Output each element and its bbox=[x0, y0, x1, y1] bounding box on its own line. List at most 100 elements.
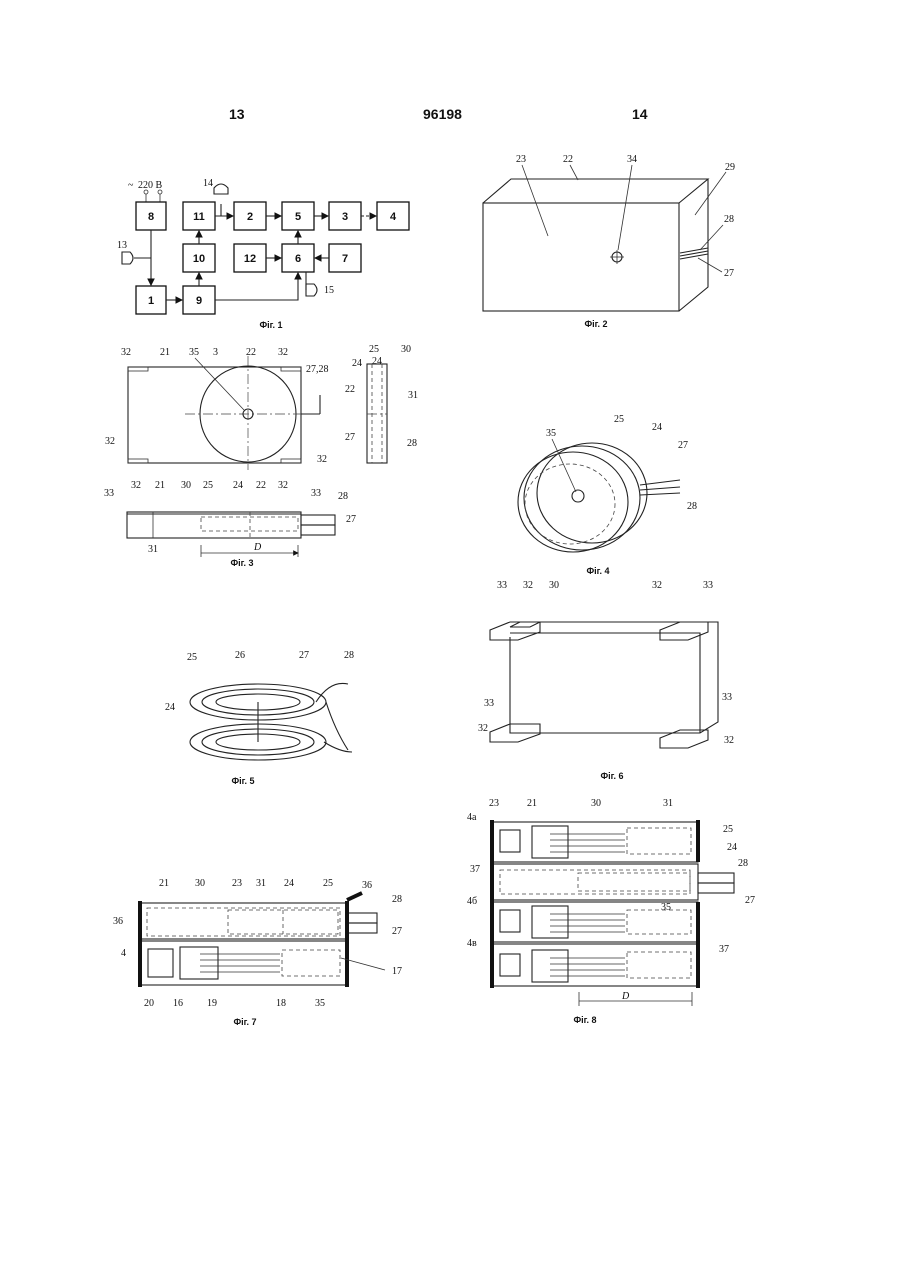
svg-text:32: 32 bbox=[478, 723, 488, 734]
svg-text:21: 21 bbox=[527, 798, 537, 809]
svg-text:33: 33 bbox=[703, 580, 713, 591]
svg-text:27: 27 bbox=[346, 514, 356, 525]
fig2-enclosure: 23 22 34 29 28 27 Фіг. 2 bbox=[483, 154, 735, 329]
svg-text:31: 31 bbox=[256, 878, 266, 889]
svg-text:24: 24 bbox=[233, 480, 243, 491]
svg-text:31: 31 bbox=[148, 544, 158, 555]
svg-text:33: 33 bbox=[497, 580, 507, 591]
svg-text:3: 3 bbox=[213, 347, 218, 358]
svg-text:33: 33 bbox=[484, 698, 494, 709]
svg-text:27: 27 bbox=[724, 268, 734, 279]
svg-text:Фіг. 3: Фіг. 3 bbox=[230, 558, 253, 568]
svg-text:25: 25 bbox=[614, 414, 624, 425]
svg-text:4: 4 bbox=[390, 211, 397, 223]
svg-text:24: 24 bbox=[652, 422, 662, 433]
svg-text:9: 9 bbox=[196, 295, 202, 307]
sensor-15-icon bbox=[306, 284, 317, 296]
svg-text:Фіг. 7: Фіг. 7 bbox=[233, 1017, 256, 1027]
svg-text:30: 30 bbox=[549, 580, 559, 591]
svg-text:Фіг. 6: Фіг. 6 bbox=[600, 771, 623, 781]
svg-text:27,28: 27,28 bbox=[306, 364, 329, 375]
svg-text:17: 17 bbox=[392, 966, 402, 977]
svg-text:33: 33 bbox=[104, 488, 114, 499]
svg-text:36: 36 bbox=[113, 916, 123, 927]
svg-text:30: 30 bbox=[591, 798, 601, 809]
svg-text:29: 29 bbox=[725, 162, 735, 173]
svg-text:32: 32 bbox=[523, 580, 533, 591]
svg-text:2: 2 bbox=[247, 211, 253, 223]
svg-text:31: 31 bbox=[663, 798, 673, 809]
svg-text:21: 21 bbox=[155, 480, 165, 491]
svg-text:25: 25 bbox=[187, 652, 197, 663]
svg-text:25: 25 bbox=[203, 480, 213, 491]
svg-text:4б: 4б bbox=[467, 896, 477, 907]
svg-text:22: 22 bbox=[345, 384, 355, 395]
fig1-caption: Фіг. 1 bbox=[259, 320, 282, 330]
svg-text:27: 27 bbox=[678, 440, 688, 451]
svg-text:28: 28 bbox=[392, 894, 402, 905]
svg-text:35: 35 bbox=[315, 998, 325, 1009]
svg-text:22: 22 bbox=[563, 154, 573, 165]
svg-text:28: 28 bbox=[344, 650, 354, 661]
svg-text:33: 33 bbox=[311, 488, 321, 499]
svg-text:21: 21 bbox=[160, 347, 170, 358]
svg-text:23: 23 bbox=[489, 798, 499, 809]
svg-text:31: 31 bbox=[408, 390, 418, 401]
svg-text:32: 32 bbox=[652, 580, 662, 591]
fig8-stack: D 23 21 30 31 4а 25 24 37 28 4б 27 35 4в… bbox=[467, 798, 755, 1025]
svg-text:8: 8 bbox=[148, 211, 154, 223]
svg-text:32: 32 bbox=[278, 480, 288, 491]
svg-text:27: 27 bbox=[345, 432, 355, 443]
svg-text:4в: 4в bbox=[467, 938, 477, 949]
svg-text:28: 28 bbox=[407, 438, 417, 449]
svg-text:32: 32 bbox=[131, 480, 141, 491]
svg-text:3: 3 bbox=[342, 211, 348, 223]
svg-text:24: 24 bbox=[372, 356, 382, 367]
svg-text:27: 27 bbox=[392, 926, 402, 937]
svg-text:D: D bbox=[253, 542, 262, 553]
svg-text:4: 4 bbox=[121, 948, 126, 959]
svg-text:23: 23 bbox=[516, 154, 526, 165]
svg-text:18: 18 bbox=[276, 998, 286, 1009]
sensor-13-icon bbox=[122, 252, 133, 264]
svg-text:30: 30 bbox=[401, 344, 411, 355]
svg-text:33: 33 bbox=[722, 692, 732, 703]
svg-text:6: 6 bbox=[295, 253, 301, 265]
svg-text:Фіг. 4: Фіг. 4 bbox=[586, 566, 609, 576]
fig3-views: 32 21 35 3 22 32 27,28 32 32 24 24 25 30… bbox=[104, 344, 418, 568]
svg-text:11: 11 bbox=[193, 211, 205, 223]
fig5-spirals: 25 26 27 28 24 Фіг. 5 bbox=[165, 650, 354, 786]
svg-text:16: 16 bbox=[173, 998, 183, 1009]
fig1-block-diagram: ~ 220 В 8 11 2 5 3 4 10 12 6 7 1 9 bbox=[117, 178, 409, 330]
svg-text:25: 25 bbox=[723, 824, 733, 835]
svg-text:22: 22 bbox=[256, 480, 266, 491]
svg-text:220 В: 220 В bbox=[138, 180, 163, 191]
svg-text:27: 27 bbox=[745, 895, 755, 906]
svg-text:28: 28 bbox=[738, 858, 748, 869]
fig7-assembly: 21 30 23 31 24 25 36 28 36 27 4 17 20 16… bbox=[113, 878, 402, 1027]
svg-text:32: 32 bbox=[317, 454, 327, 465]
svg-text:23: 23 bbox=[232, 878, 242, 889]
svg-text:Фіг. 5: Фіг. 5 bbox=[231, 776, 254, 786]
svg-text:24: 24 bbox=[727, 842, 737, 853]
svg-text:4а: 4а bbox=[467, 812, 477, 823]
svg-text:22: 22 bbox=[246, 347, 256, 358]
fig4-disc: 35 25 24 27 28 Фіг. 4 bbox=[518, 414, 697, 576]
svg-text:27: 27 bbox=[299, 650, 309, 661]
svg-text:30: 30 bbox=[195, 878, 205, 889]
svg-text:35: 35 bbox=[546, 428, 556, 439]
svg-text:24: 24 bbox=[284, 878, 294, 889]
svg-text:32: 32 bbox=[278, 347, 288, 358]
svg-text:~: ~ bbox=[128, 180, 134, 191]
svg-text:24: 24 bbox=[352, 358, 362, 369]
svg-text:30: 30 bbox=[181, 480, 191, 491]
svg-text:D: D bbox=[621, 991, 630, 1002]
svg-text:19: 19 bbox=[207, 998, 217, 1009]
svg-text:24: 24 bbox=[165, 702, 175, 713]
svg-text:28: 28 bbox=[687, 501, 697, 512]
svg-text:37: 37 bbox=[719, 944, 729, 955]
svg-text:25: 25 bbox=[323, 878, 333, 889]
sensor-14-icon bbox=[214, 184, 228, 194]
svg-text:21: 21 bbox=[159, 878, 169, 889]
